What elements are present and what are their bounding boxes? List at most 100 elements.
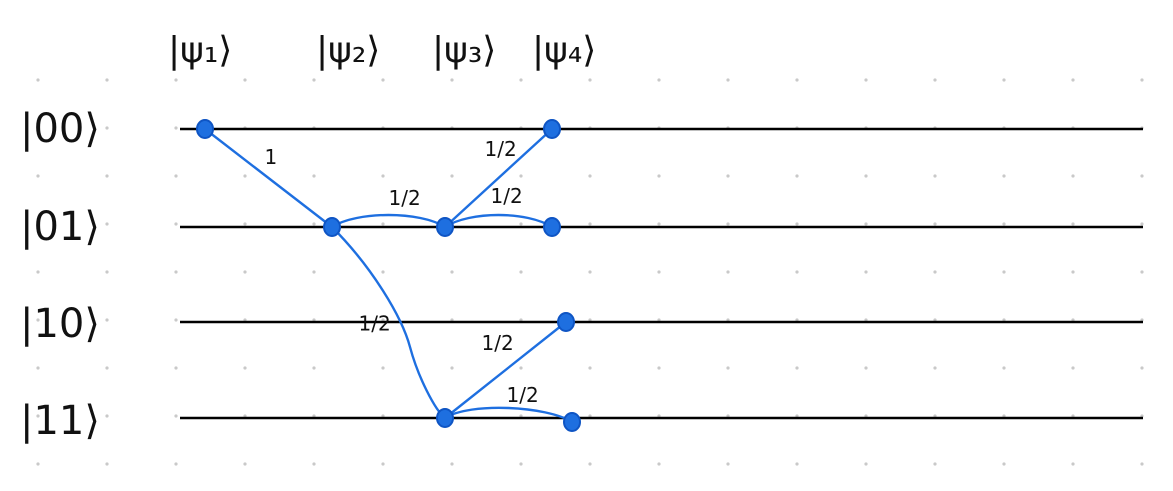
grid-dot bbox=[312, 78, 316, 82]
grid-dot bbox=[864, 222, 868, 226]
grid-dot bbox=[657, 366, 661, 370]
grid-dot bbox=[519, 222, 523, 226]
row-label-11: |11⟩ bbox=[20, 398, 100, 444]
grid-dot bbox=[36, 270, 40, 274]
column-label-psi3: |ψ₃⟩ bbox=[432, 30, 496, 71]
edge-label-n3-n5: 1/2 bbox=[491, 184, 523, 208]
grid-dot bbox=[933, 366, 937, 370]
grid-dot bbox=[312, 462, 316, 466]
grid-dot bbox=[588, 366, 592, 370]
grid-dot bbox=[795, 270, 799, 274]
grid-dot bbox=[36, 462, 40, 466]
grid-dot bbox=[174, 78, 178, 82]
grid-dot bbox=[36, 174, 40, 178]
grid-dot bbox=[726, 462, 730, 466]
grid-dot bbox=[1002, 366, 1006, 370]
grid-dot bbox=[795, 462, 799, 466]
rails bbox=[180, 127, 1143, 420]
column-label-psi4: |ψ₄⟩ bbox=[532, 30, 596, 71]
grid-dot bbox=[933, 222, 937, 226]
grid-dot bbox=[726, 174, 730, 178]
grid-dot bbox=[1002, 462, 1006, 466]
grid-dot bbox=[588, 78, 592, 82]
grid-dot bbox=[174, 414, 178, 418]
grid-dot bbox=[588, 270, 592, 274]
grid-dot bbox=[381, 462, 385, 466]
grid-dot bbox=[1140, 78, 1144, 82]
edges bbox=[203, 127, 574, 424]
edge-label-n2-n6: 1/2 bbox=[359, 312, 391, 336]
grid-dot bbox=[36, 78, 40, 82]
grid-dot bbox=[174, 318, 178, 322]
row-labels: |00⟩ |01⟩ |10⟩ |11⟩ bbox=[20, 106, 100, 444]
grid-dot bbox=[450, 366, 454, 370]
node-n2 bbox=[323, 217, 341, 237]
grid-dot bbox=[588, 222, 592, 226]
grid-dot bbox=[519, 174, 523, 178]
column-label-psi2: |ψ₂⟩ bbox=[316, 30, 380, 71]
grid-dot bbox=[243, 174, 247, 178]
node-n7 bbox=[557, 312, 575, 332]
grid-dot bbox=[312, 222, 316, 226]
grid-dot bbox=[519, 78, 523, 82]
edge-label-n6-n7: 1/2 bbox=[482, 331, 514, 355]
grid-dot bbox=[312, 174, 316, 178]
grid-dot bbox=[1071, 462, 1075, 466]
grid-dot bbox=[36, 318, 40, 322]
grid-dot bbox=[795, 174, 799, 178]
edge-labels: 11/21/21/21/21/21/2 bbox=[265, 137, 539, 407]
grid-dot bbox=[105, 318, 109, 322]
grid-dot bbox=[864, 78, 868, 82]
grid-dot bbox=[105, 126, 109, 130]
edge-n2-n6 bbox=[330, 225, 447, 420]
grid-dot bbox=[933, 270, 937, 274]
grid-dot bbox=[174, 174, 178, 178]
grid-dot bbox=[795, 222, 799, 226]
edge-n3-n4 bbox=[443, 127, 554, 229]
grid-dot bbox=[864, 366, 868, 370]
grid-dot bbox=[105, 270, 109, 274]
node-n8 bbox=[563, 412, 581, 432]
grid-dot bbox=[726, 222, 730, 226]
grid-dot bbox=[36, 222, 40, 226]
grid-dot bbox=[1140, 174, 1144, 178]
grid-dot bbox=[381, 222, 385, 226]
grid-dot bbox=[105, 366, 109, 370]
grid-dot bbox=[933, 174, 937, 178]
grid-dot bbox=[36, 126, 40, 130]
grid-dot bbox=[588, 174, 592, 178]
grid-dot bbox=[726, 78, 730, 82]
node-n5 bbox=[543, 217, 561, 237]
grid-dot bbox=[657, 270, 661, 274]
grid-dot bbox=[1140, 462, 1144, 466]
edge-n1-n2 bbox=[203, 127, 334, 229]
edge-label-n1-n2: 1 bbox=[265, 145, 278, 169]
grid-dot bbox=[174, 462, 178, 466]
grid-dot bbox=[36, 366, 40, 370]
nodes bbox=[196, 119, 581, 432]
grid-dot bbox=[726, 270, 730, 274]
grid-dot bbox=[519, 270, 523, 274]
grid-dot bbox=[174, 270, 178, 274]
grid-dot bbox=[381, 78, 385, 82]
grid-dot bbox=[243, 462, 247, 466]
grid-dot bbox=[1002, 270, 1006, 274]
edge-n2-n3 bbox=[330, 213, 447, 229]
grid-dot bbox=[381, 270, 385, 274]
grid-dot bbox=[933, 78, 937, 82]
grid-dot bbox=[1071, 222, 1075, 226]
grid-dot bbox=[105, 78, 109, 82]
grid-dot bbox=[864, 174, 868, 178]
grid-dot bbox=[519, 366, 523, 370]
grid-dot bbox=[243, 78, 247, 82]
edge-n6-n8 bbox=[443, 406, 574, 424]
grid-dot bbox=[105, 222, 109, 226]
grid-dot bbox=[864, 462, 868, 466]
grid-dot bbox=[450, 78, 454, 82]
grid-dot bbox=[588, 462, 592, 466]
grid-dot bbox=[450, 270, 454, 274]
row-label-10: |10⟩ bbox=[20, 301, 100, 347]
grid-dot bbox=[1002, 174, 1006, 178]
grid-dot bbox=[381, 366, 385, 370]
column-label-psi1: |ψ₁⟩ bbox=[168, 30, 232, 71]
